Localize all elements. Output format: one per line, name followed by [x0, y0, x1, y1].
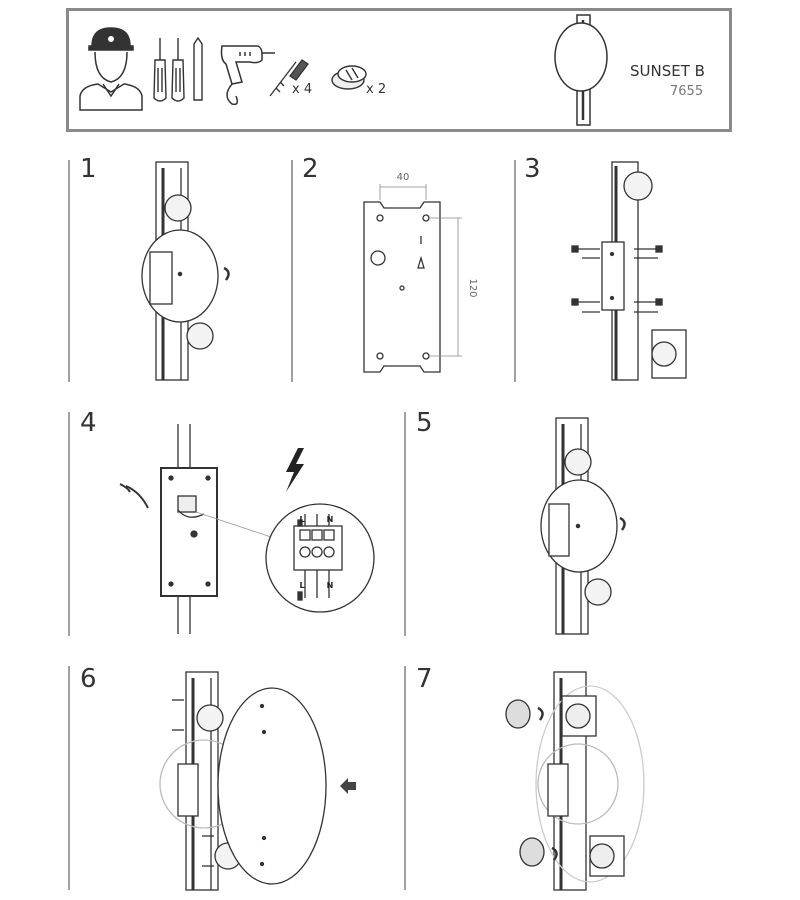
header-panel [66, 8, 732, 132]
step-number-7: 7 [416, 664, 433, 694]
dim-width: 40 [397, 172, 410, 183]
step4-wiring-diagram [119, 424, 375, 634]
step-number-5: 5 [416, 408, 433, 438]
step-number-6: 6 [80, 664, 97, 694]
screw-anchor-icon [269, 59, 309, 97]
electric-hazard-icon [286, 448, 304, 492]
wall-plug-icon [331, 65, 367, 90]
step2-bracket-drawing [363, 184, 462, 373]
step5-diagram [540, 417, 626, 635]
terminal-l-bottom: L [299, 581, 304, 590]
terminal-n-bottom: N [327, 581, 334, 590]
screws-qty: x 4 [292, 82, 313, 97]
panel-dividers [68, 160, 516, 890]
technician-icon [79, 27, 143, 111]
drill-icon [220, 45, 275, 106]
product-sketch [554, 14, 608, 126]
step3-diagram [571, 161, 687, 381]
step7-diagram [505, 671, 645, 891]
step-number-1: 1 [80, 154, 97, 184]
terminal-n-top: N [327, 515, 334, 524]
step6-diagram [159, 671, 327, 891]
dim-height: 120 [467, 278, 478, 297]
step1-diagram [141, 161, 230, 381]
step-number-3: 3 [524, 154, 541, 184]
plugs-qty: x 2 [366, 82, 387, 97]
push-arrow-icon [340, 778, 356, 794]
step-number-2: 2 [302, 154, 319, 184]
product-code: 7655 [670, 84, 704, 99]
terminal-l-top: L [299, 515, 304, 524]
screwdriver-icon [153, 36, 203, 102]
step-number-4: 4 [80, 408, 97, 438]
product-name: SUNSET B [630, 62, 705, 80]
